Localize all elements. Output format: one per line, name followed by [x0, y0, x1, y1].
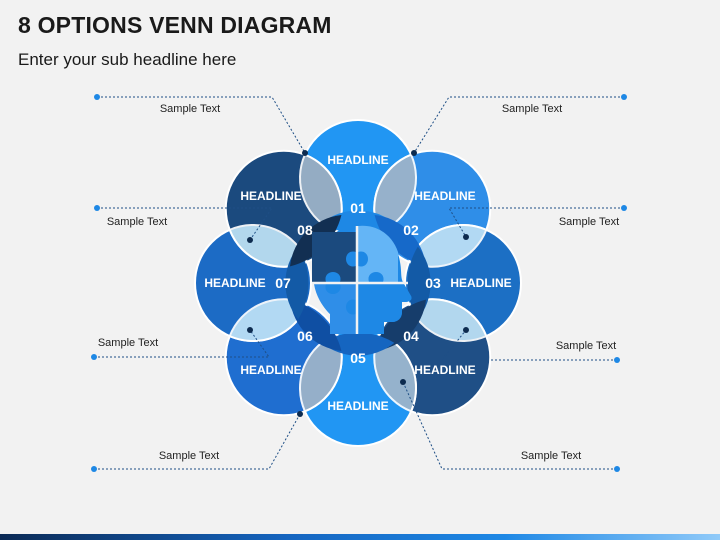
leader-anchor-dot-03 — [463, 234, 469, 240]
leader-line-07 — [94, 329, 270, 358]
option-headline-02: HEADLINE — [414, 189, 475, 203]
option-number-08: 08 — [297, 222, 313, 238]
option-inner-lens-06 — [289, 299, 342, 352]
leader-anchor-dot-04 — [463, 327, 469, 333]
leader-line-03 — [448, 207, 624, 238]
leader-end-dot-03 — [621, 205, 627, 211]
overlap-lens-05 — [299, 332, 343, 413]
option-number-06: 06 — [297, 328, 313, 344]
leader-line-06 — [94, 413, 301, 470]
option-label-05: Sample Text — [521, 450, 581, 462]
option-label-03: Sample Text — [559, 216, 619, 228]
overlap-lens-07 — [228, 224, 309, 268]
option-label-04: Sample Text — [556, 340, 616, 352]
option-number-04: 04 — [403, 328, 419, 344]
puzzle-piece-bottom-right — [358, 284, 412, 334]
option-inner-lens-04 — [374, 299, 427, 352]
option-label-08: Sample Text — [107, 216, 167, 228]
puzzle-piece-top-right — [358, 225, 398, 282]
leader-line-08 — [97, 207, 273, 241]
leader-end-dot-07 — [91, 354, 97, 360]
option-headline-03: HEADLINE — [450, 276, 511, 290]
option-number-03: 03 — [425, 275, 441, 291]
leader-end-dot-04 — [614, 357, 620, 363]
option-headline-01: HEADLINE — [327, 153, 388, 167]
leader-end-dot-08 — [94, 205, 100, 211]
leader-end-dot-06 — [91, 466, 97, 472]
overlap-lens-01 — [373, 153, 417, 234]
page-subtitle: Enter your sub headline here — [18, 50, 237, 69]
option-headline-08: HEADLINE — [240, 189, 301, 203]
head-puzzle-icon — [312, 225, 412, 334]
option-headline-04: HEADLINE — [414, 363, 475, 377]
leader-anchor-dot-01 — [302, 150, 308, 156]
inner-layer — [285, 210, 431, 356]
leader-line-04 — [440, 329, 617, 361]
option-label-01: Sample Text — [160, 103, 220, 115]
option-label-07: Sample Text — [98, 337, 158, 349]
puzzle-piece-bottom-left — [314, 284, 356, 334]
leader-anchor-dot-02 — [411, 150, 417, 156]
option-label-02: Sample Text — [502, 103, 562, 115]
option-number-07: 07 — [275, 275, 291, 291]
option-label-06: Sample Text — [159, 450, 219, 462]
bottom-accent-bar — [0, 534, 720, 540]
option-number-01: 01 — [350, 200, 366, 216]
option-headline-06: HEADLINE — [240, 363, 301, 377]
leader-anchor-dot-06 — [297, 411, 303, 417]
option-number-05: 05 — [350, 350, 366, 366]
page-title: 8 OPTIONS VENN DIAGRAM — [18, 12, 332, 38]
overlap-lens-04 — [373, 332, 417, 413]
leader-end-dot-02 — [621, 94, 627, 100]
leader-anchor-dot-07 — [247, 327, 253, 333]
text-layer: HEADLINE01HEADLINE02HEADLINE03HEADLINE04… — [204, 153, 511, 413]
leader-anchor-dot-05 — [400, 379, 406, 385]
leader-anchor-dot-08 — [247, 237, 253, 243]
option-inner-lens-02 — [374, 214, 427, 267]
option-headline-05: HEADLINE — [327, 399, 388, 413]
leader-end-dot-05 — [614, 466, 620, 472]
option-headline-07: HEADLINE — [204, 276, 265, 290]
leader-end-dot-01 — [94, 94, 100, 100]
option-number-02: 02 — [403, 222, 419, 238]
puzzle-piece-top-left — [312, 232, 356, 282]
